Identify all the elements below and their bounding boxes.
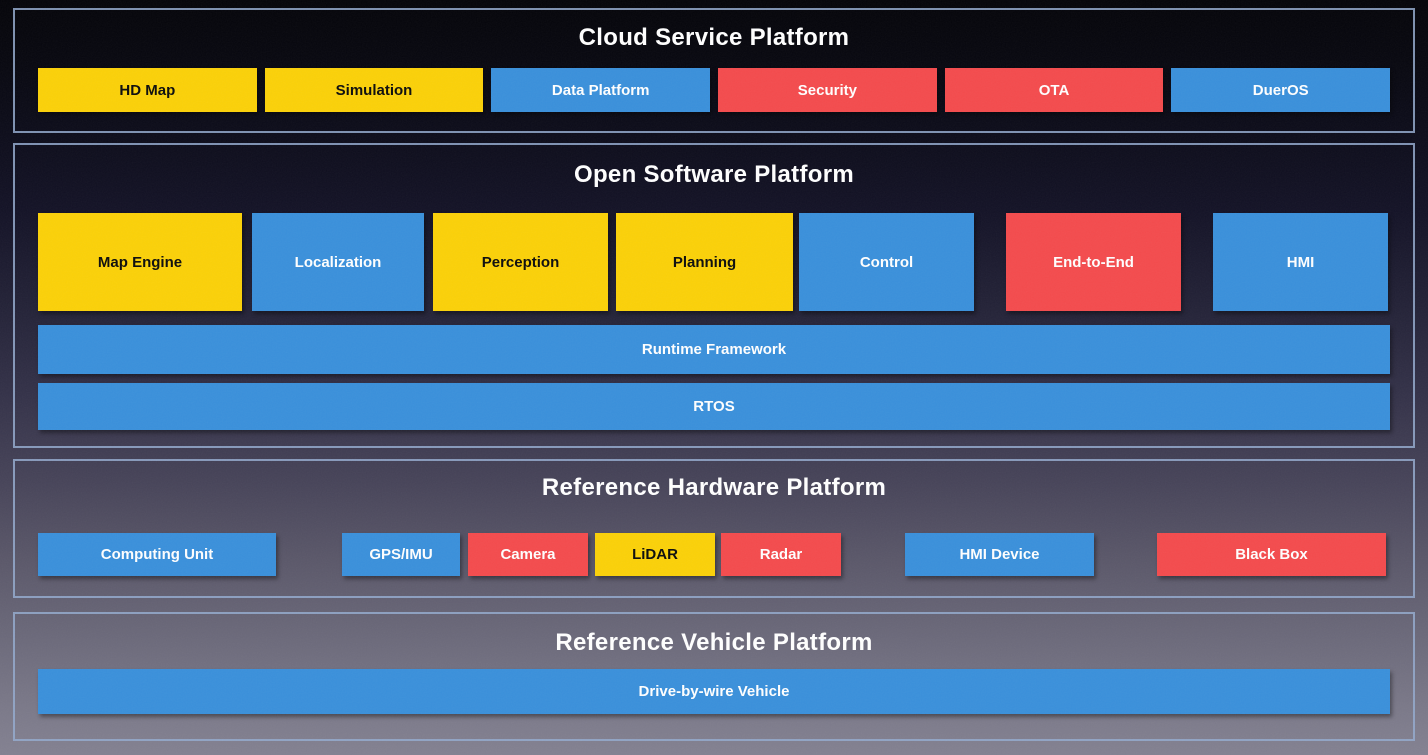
bar-runtime-framework: Runtime Framework xyxy=(38,325,1390,374)
box-label: GPS/IMU xyxy=(369,546,433,563)
module-perception: Perception xyxy=(433,213,608,311)
box-label: HD Map xyxy=(119,81,176,99)
box-label: OTA xyxy=(1038,81,1070,99)
reference-vehicle-platform-section: Reference Vehicle Platform Drive-by-wire… xyxy=(13,612,1415,741)
box-label: LiDAR xyxy=(632,546,678,563)
software-modules-row: Map Engine Localization Perception Plann… xyxy=(38,213,1390,311)
box-camera: Camera xyxy=(468,533,588,576)
box-lidar: LiDAR xyxy=(595,533,715,576)
box-label: HMI xyxy=(1286,253,1315,271)
open-software-platform-section: Open Software Platform Map Engine Locali… xyxy=(13,143,1415,448)
box-ota: OTA xyxy=(944,68,1164,112)
box-label: End-to-End xyxy=(1053,253,1134,271)
box-security: Security xyxy=(718,68,937,112)
box-label: DuerOS xyxy=(1252,81,1309,99)
hardware-row: Computing Unit GPS/IMU Camera LiDAR Rada… xyxy=(38,533,1390,576)
module-planning: Planning xyxy=(616,213,793,311)
module-control: Control xyxy=(799,213,974,311)
box-radar: Radar xyxy=(721,533,841,576)
box-label: Map Engine xyxy=(97,253,183,271)
hardware-section-title: Reference Hardware Platform xyxy=(541,474,887,501)
box-label: Control xyxy=(859,253,914,271)
box-label: Perception xyxy=(481,253,560,271)
box-gps-imu: GPS/IMU xyxy=(342,533,460,576)
box-label: Camera xyxy=(500,546,556,563)
box-label: Data Platform xyxy=(551,81,650,99)
box-hmi-device: HMI Device xyxy=(905,533,1094,576)
module-hmi: HMI xyxy=(1213,213,1388,311)
cloud-service-platform-section: Cloud Service Platform HD Map Simulation… xyxy=(13,8,1415,133)
box-dueros: DuerOS xyxy=(1171,68,1391,112)
bar-rtos: RTOS xyxy=(38,383,1390,430)
box-simulation: Simulation xyxy=(264,68,484,112)
box-label: Security xyxy=(797,81,857,99)
reference-hardware-platform-section: Reference Hardware Platform Computing Un… xyxy=(13,459,1415,598)
box-black-box: Black Box xyxy=(1157,533,1386,576)
module-end-to-end: End-to-End xyxy=(1006,213,1181,311)
vehicle-section-title: Reference Vehicle Platform xyxy=(555,629,873,656)
box-computing-unit: Computing Unit xyxy=(38,533,276,576)
bar-label: Drive-by-wire Vehicle xyxy=(638,683,790,700)
box-data-platform: Data Platform xyxy=(491,68,711,112)
bar-label: RTOS xyxy=(693,398,735,415)
box-label: Planning xyxy=(672,253,737,271)
cloud-services-row: HD Map Simulation Data Platform Security… xyxy=(38,68,1391,112)
box-label: Localization xyxy=(294,253,382,271)
bar-drive-by-wire-vehicle: Drive-by-wire Vehicle xyxy=(38,669,1390,714)
software-section-title: Open Software Platform xyxy=(574,161,854,188)
module-map-engine: Map Engine xyxy=(38,213,242,311)
cloud-section-title: Cloud Service Platform xyxy=(578,24,850,51)
box-label: HMI Device xyxy=(959,546,1040,563)
box-label: Simulation xyxy=(335,81,413,99)
module-localization: Localization xyxy=(252,213,424,311)
bar-label: Runtime Framework xyxy=(641,341,787,358)
box-hd-map: HD Map xyxy=(38,68,257,112)
box-label: Black Box xyxy=(1235,546,1308,563)
box-label: Radar xyxy=(759,546,803,563)
box-label: Computing Unit xyxy=(100,546,214,563)
